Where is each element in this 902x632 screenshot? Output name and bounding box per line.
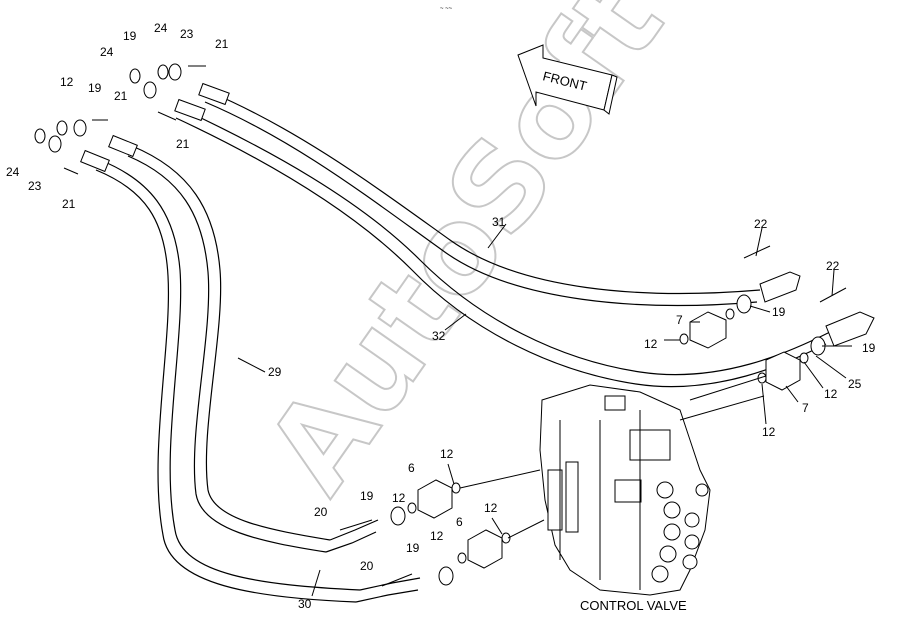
callout-21: 21 (114, 89, 128, 103)
control-valve-body (539, 384, 711, 596)
callout-19: 19 (772, 305, 786, 319)
callout-12: 12 (484, 501, 498, 515)
front-arrow: FRONT (517, 44, 618, 115)
callout-6: 6 (456, 515, 463, 529)
callout-20: 20 (360, 559, 374, 573)
callout-12: 12 (440, 447, 454, 461)
callout-19: 19 (862, 341, 876, 355)
callout-20: 20 (314, 505, 328, 519)
callout-7: 7 (802, 401, 809, 415)
callout-21: 21 (215, 37, 229, 51)
callout-22: 22 (826, 259, 840, 273)
hose-29-30 (80, 134, 421, 603)
callout-22: 22 (754, 217, 768, 231)
callout-19: 19 (123, 29, 137, 43)
callout-25: 25 (848, 377, 862, 391)
callout-24: 24 (154, 21, 168, 35)
callout-19: 19 (360, 489, 374, 503)
callout-12: 12 (762, 425, 776, 439)
callout-12: 12 (824, 387, 838, 401)
callout-19: 19 (406, 541, 420, 555)
right-block-group (679, 245, 847, 391)
tiny-mark: ~ ~~ (440, 6, 453, 12)
hose-31-32 (174, 82, 875, 388)
callout-32: 32 (432, 329, 446, 343)
callout-24: 24 (100, 45, 114, 59)
callout-12: 12 (60, 75, 74, 89)
callout-19: 19 (88, 81, 102, 95)
lower-block-group (339, 479, 511, 587)
callout-23: 23 (28, 179, 42, 193)
callout-30: 30 (298, 597, 312, 611)
callout-6: 6 (408, 461, 415, 475)
callout-29: 29 (268, 365, 282, 379)
callout-24: 24 (6, 165, 20, 179)
leader-lines (237, 223, 852, 597)
callout-7: 7 (676, 313, 683, 327)
callout-23: 23 (180, 27, 194, 41)
callout-12: 12 (392, 491, 406, 505)
callout-12: 12 (644, 337, 658, 351)
callout-21: 21 (62, 197, 76, 211)
callout-12: 12 (430, 529, 444, 543)
callout-labels: 24 19 23 21 24 12 19 21 21 24 23 21 31 2… (6, 21, 876, 611)
callout-21: 21 (176, 137, 190, 151)
callout-31: 31 (492, 215, 506, 229)
control-valve-label: CONTROL VALVE (580, 598, 687, 613)
left-flange-group (34, 63, 206, 175)
